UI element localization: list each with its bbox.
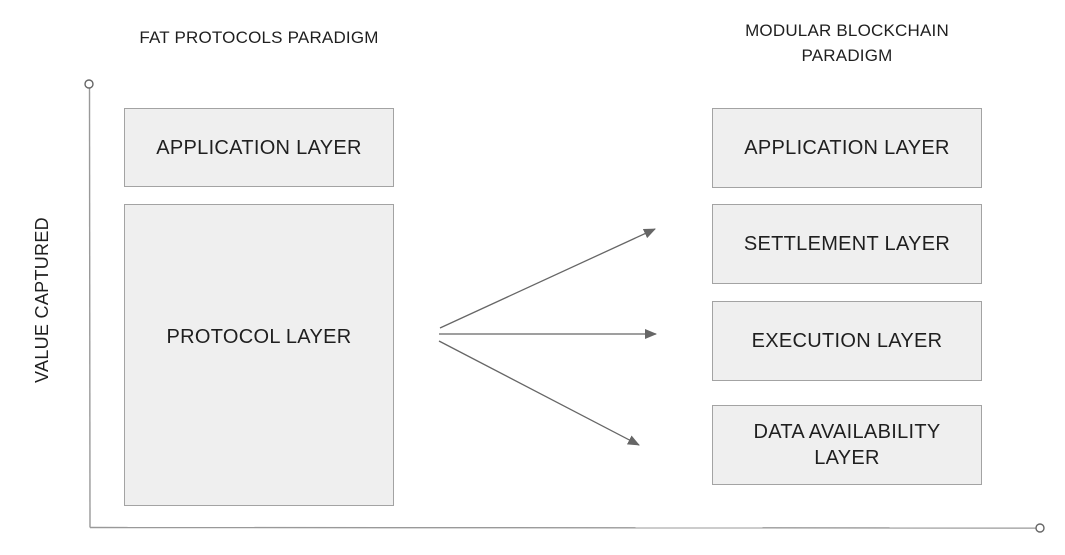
y-axis-line <box>88 87 91 528</box>
left-column-title: FAT PROTOCOLS PARADIGM <box>139 28 379 47</box>
modular-data-availability-layer-box: DATA AVAILABILITY LAYER <box>712 405 982 485</box>
x-axis-end-node <box>1035 523 1045 533</box>
modular-settlement-layer-label: SETTLEMENT LAYER <box>743 233 951 255</box>
arrow-protocol-to-settlement <box>439 228 656 329</box>
modular-application-layer-label: APPLICATION LAYER <box>744 137 950 159</box>
fat-application-layer-label: APPLICATION LAYER <box>156 136 362 159</box>
right-column-title: MODULAR BLOCKCHAIN PARADIGM <box>745 21 949 65</box>
fat-protocol-layer-box: PROTOCOL LAYER <box>124 204 394 506</box>
modular-execution-layer-label: EXECUTION LAYER <box>751 330 943 352</box>
x-axis-line <box>89 526 1036 529</box>
y-axis-end-node <box>84 79 94 89</box>
modular-application-layer-box: APPLICATION LAYER <box>712 108 982 188</box>
arrow-protocol-to-data-availability <box>438 340 640 446</box>
fat-application-layer-box: APPLICATION LAYER <box>124 108 394 187</box>
modular-settlement-layer-box: SETTLEMENT LAYER <box>712 204 982 284</box>
modular-execution-layer-box: EXECUTION LAYER <box>712 301 982 381</box>
fat-protocol-layer-label: PROTOCOL LAYER <box>166 326 352 348</box>
modular-data-availability-layer-label: DATA AVAILABILITY LAYER <box>753 421 941 469</box>
y-axis-label: VALUE CAPTURED <box>32 217 52 383</box>
